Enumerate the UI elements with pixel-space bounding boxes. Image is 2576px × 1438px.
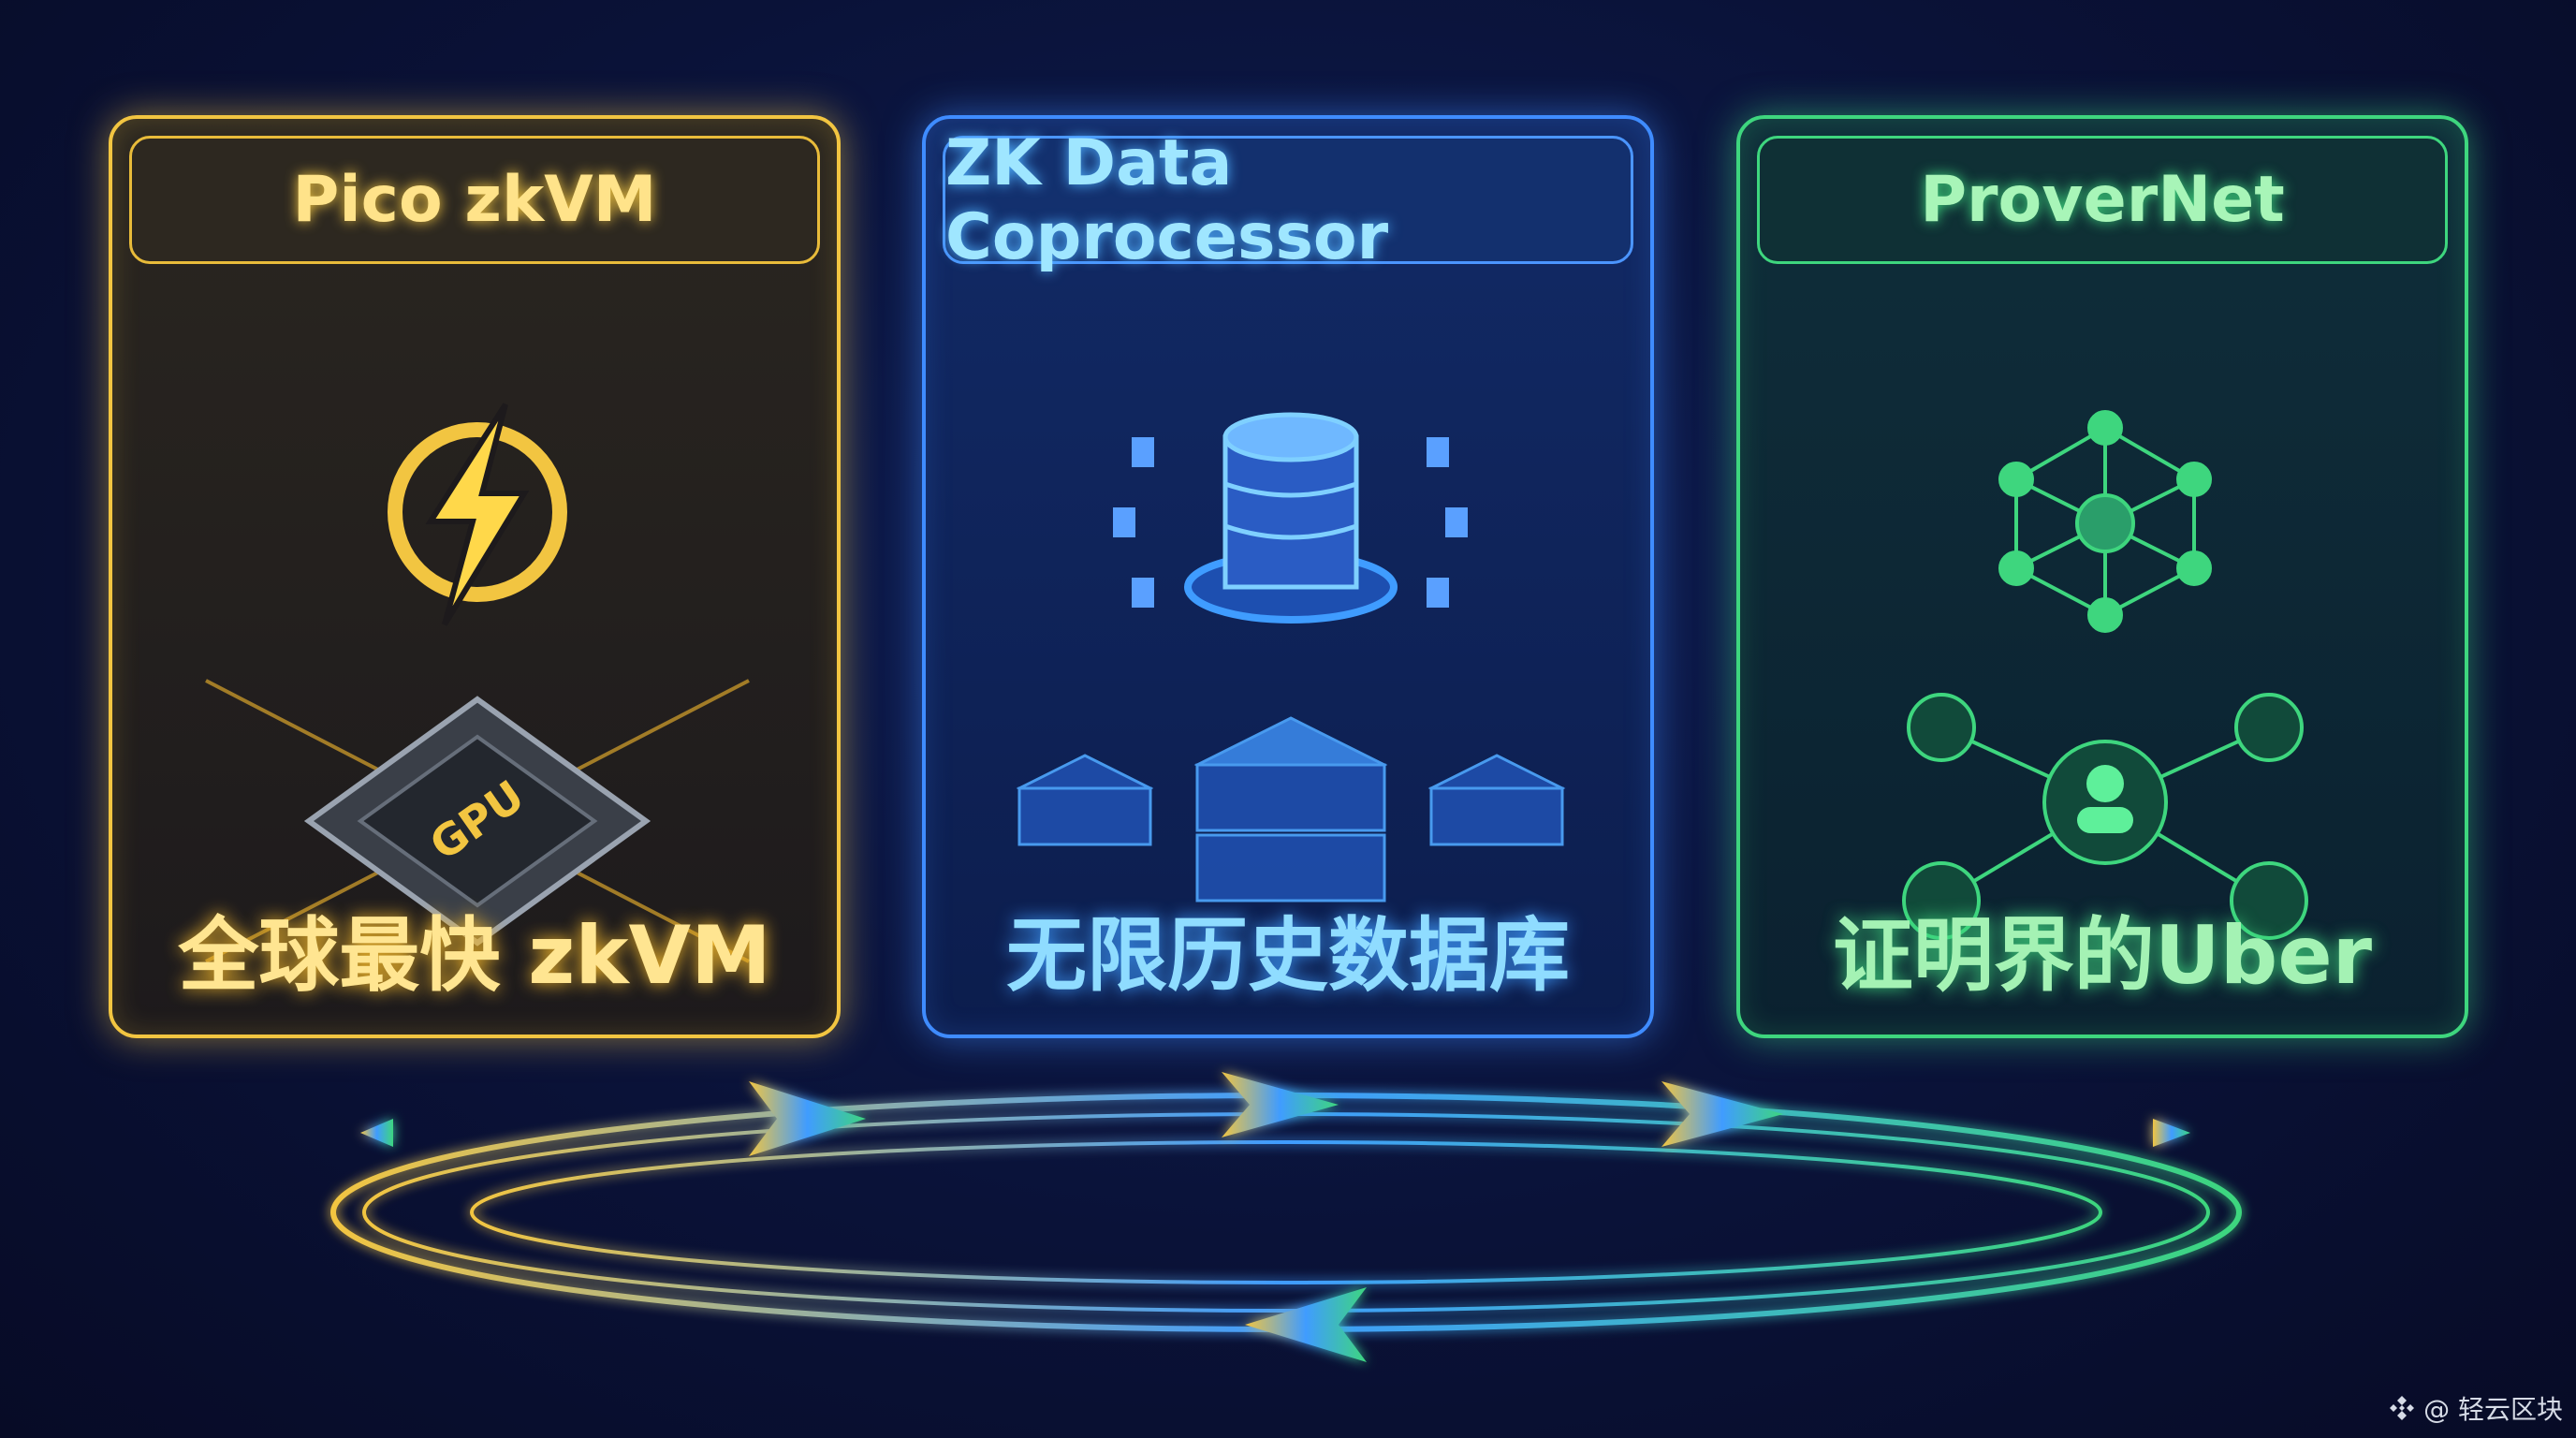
- binance-logo-icon: [2390, 1396, 2415, 1420]
- chip-icon: GPU: [205, 679, 750, 963]
- card-subtitle: 证明界的Uber: [1832, 909, 2373, 1003]
- watermark-text: @ 轻云区块: [2423, 1394, 2563, 1425]
- flow-arrows: [360, 1072, 2190, 1362]
- card-subtitle: 全球最快 zkVM: [178, 909, 771, 1003]
- database-icon: [1184, 412, 1398, 624]
- user-nodes-icon: [1902, 693, 2308, 940]
- database-illustration: [1016, 412, 1566, 902]
- network-illustration: [1902, 410, 2308, 940]
- card-title: ZK Data Coprocessor: [943, 126, 1633, 274]
- data-blocks-icon: [1016, 716, 1566, 902]
- network-node-icon: [1998, 410, 2212, 633]
- document-icons: [1113, 437, 1468, 608]
- card-subtitle: 无限历史数据库: [1006, 909, 1570, 1003]
- lightning-icon: [388, 403, 567, 626]
- card-zk-data-coprocessor: ZK Data Coprocessor 无限历史数据库: [922, 115, 1654, 1038]
- gpu-chip-illustration: GPU: [205, 403, 750, 963]
- watermark: @ 轻云区块: [2388, 1389, 2563, 1427]
- card-provernet: ProverNet 证明界的Uber: [1736, 115, 2468, 1038]
- card-title: ProverNet: [1757, 136, 2448, 264]
- card-title: Pico zkVM: [129, 136, 820, 264]
- card-pico-zkvm: Pico zkVM GPU 全球最快 zkVM: [109, 115, 841, 1038]
